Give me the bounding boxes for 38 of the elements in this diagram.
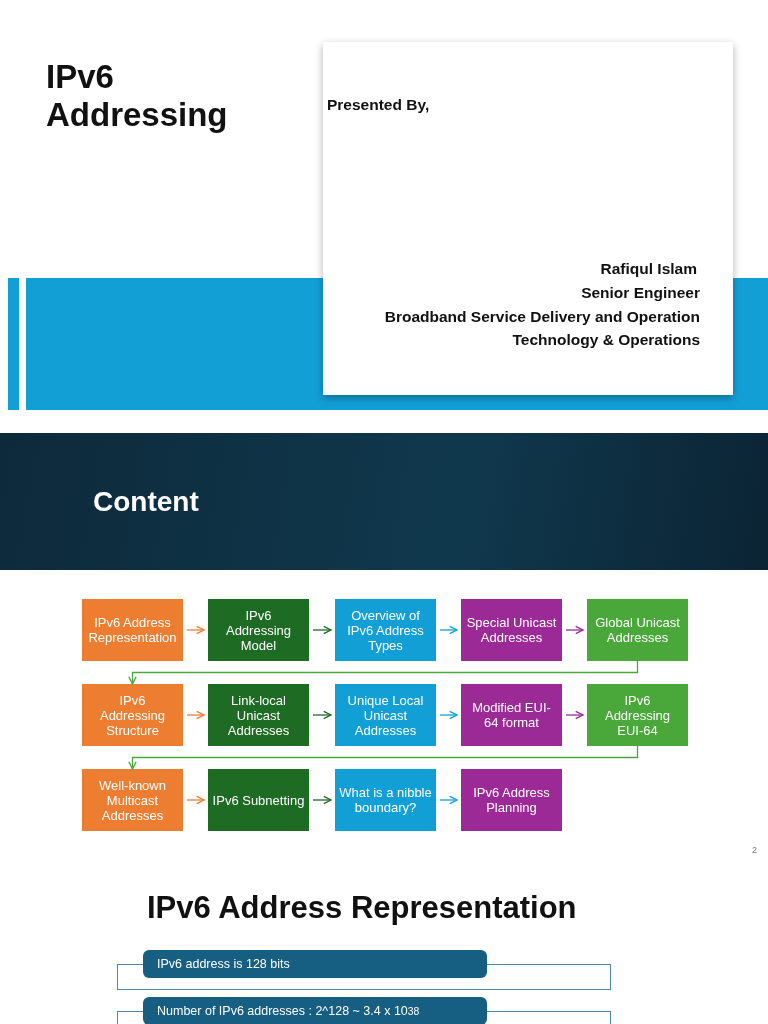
presenter-text: Presented By, (327, 96, 430, 114)
slide-title: IPv6 Addressing (46, 58, 229, 134)
slide-heading: Content (93, 486, 199, 518)
topic-box: IPv6 Addressing Structure (82, 684, 183, 746)
arrow (186, 795, 205, 805)
presenter-card (323, 42, 733, 395)
arrow (186, 710, 205, 720)
arrow (439, 710, 458, 720)
topic-box: Unique Local Unicast Addresses (335, 684, 436, 746)
topic-box: IPv6 Address Representation (82, 599, 183, 661)
arrow (565, 625, 584, 635)
arrow (312, 795, 332, 805)
topic-box: IPv6 Addressing Model (208, 599, 309, 661)
arrow (439, 625, 458, 635)
presenter-text: Senior Engineer (581, 284, 700, 302)
topic-box: Modified EUI-64 format (461, 684, 562, 746)
topic-box: Special Unicast Addresses (461, 599, 562, 661)
topic-box: IPv6 Addressing EUI-64 (587, 684, 688, 746)
presenter-text: Technology & Operations (512, 331, 700, 349)
arrow (186, 625, 205, 635)
presenter-text: Broadband Service Delivery and Operation (384, 308, 700, 326)
presenter-text: Rafiqul Islam (600, 260, 697, 278)
topic-box: IPv6 Address Planning (461, 769, 562, 831)
arrow (312, 625, 332, 635)
topic-box: Global Unicast Addresses (587, 599, 688, 661)
info-bar: IPv6 address is 128 bits (117, 950, 611, 990)
arrow (439, 795, 458, 805)
arrow (128, 745, 639, 770)
topic-box: Link-local Unicast Addresses (208, 684, 309, 746)
topic-box: Overview of IPv6 Address Types (335, 599, 436, 661)
arrow (565, 710, 584, 720)
topic-box: What is a nibble boundary? (335, 769, 436, 831)
page-number: 2 (752, 845, 757, 855)
topic-box: IPv6 Subnetting (208, 769, 309, 831)
arrow (128, 660, 639, 685)
topic-box: Well-known Multicast Addresses (82, 769, 183, 831)
arrow (312, 710, 332, 720)
slide-heading: IPv6 Address Representation (147, 890, 577, 926)
